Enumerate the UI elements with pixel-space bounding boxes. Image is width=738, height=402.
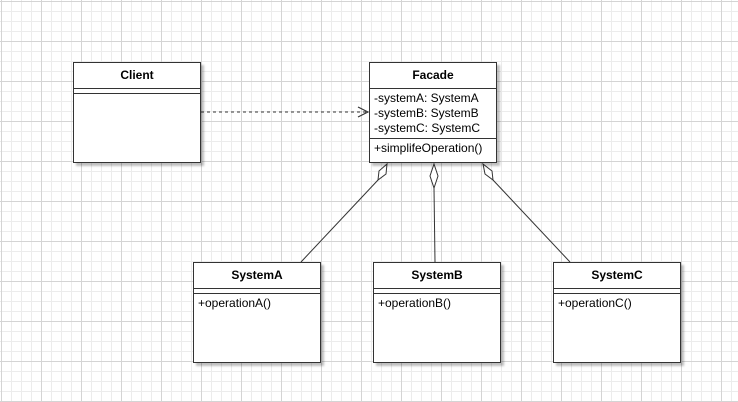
attribute: -systemC: SystemC: [374, 121, 481, 135]
class-operations: +operationB(): [374, 294, 500, 313]
aggregation-facade-systemc[interactable]: [482, 162, 571, 263]
operation: +simplifeOperation(): [374, 141, 483, 155]
aggregation-diamond-icon: [429, 162, 439, 190]
class-systema[interactable]: SystemA +operationA(): [193, 262, 321, 363]
class-attributes: -systemA: SystemA -systemB: SystemB -sys…: [370, 89, 496, 139]
aggregation-diamond-icon: [482, 162, 494, 182]
class-operations: +operationC(): [554, 294, 680, 313]
aggregation-facade-systemb[interactable]: [429, 162, 439, 263]
operation: +operationC(): [558, 296, 632, 310]
class-title: Client: [74, 63, 200, 89]
class-client[interactable]: Client: [73, 62, 201, 163]
class-systemb[interactable]: SystemB +operationB(): [373, 262, 501, 363]
operation: +operationA(): [198, 296, 272, 310]
class-attributes: [554, 289, 680, 294]
class-facade[interactable]: Facade -systemA: SystemA -systemB: Syste…: [369, 62, 497, 163]
aggregation-diamond-icon: [377, 162, 388, 182]
class-operations: +simplifeOperation(): [370, 139, 496, 158]
class-attributes: [194, 289, 320, 294]
class-title: SystemC: [554, 263, 680, 289]
operation: +operationB(): [378, 296, 452, 310]
class-attributes: [374, 289, 500, 294]
class-operations: +operationA(): [194, 294, 320, 313]
class-systemc[interactable]: SystemC +operationC(): [553, 262, 681, 363]
class-title: Facade: [370, 63, 496, 89]
class-operations: [74, 94, 200, 102]
class-title: SystemB: [374, 263, 500, 289]
attribute: -systemA: SystemA: [374, 91, 479, 105]
aggregation-facade-systema[interactable]: [300, 162, 388, 263]
class-attributes: [74, 89, 200, 94]
attribute: -systemB: SystemB: [374, 106, 479, 120]
class-title: SystemA: [194, 263, 320, 289]
